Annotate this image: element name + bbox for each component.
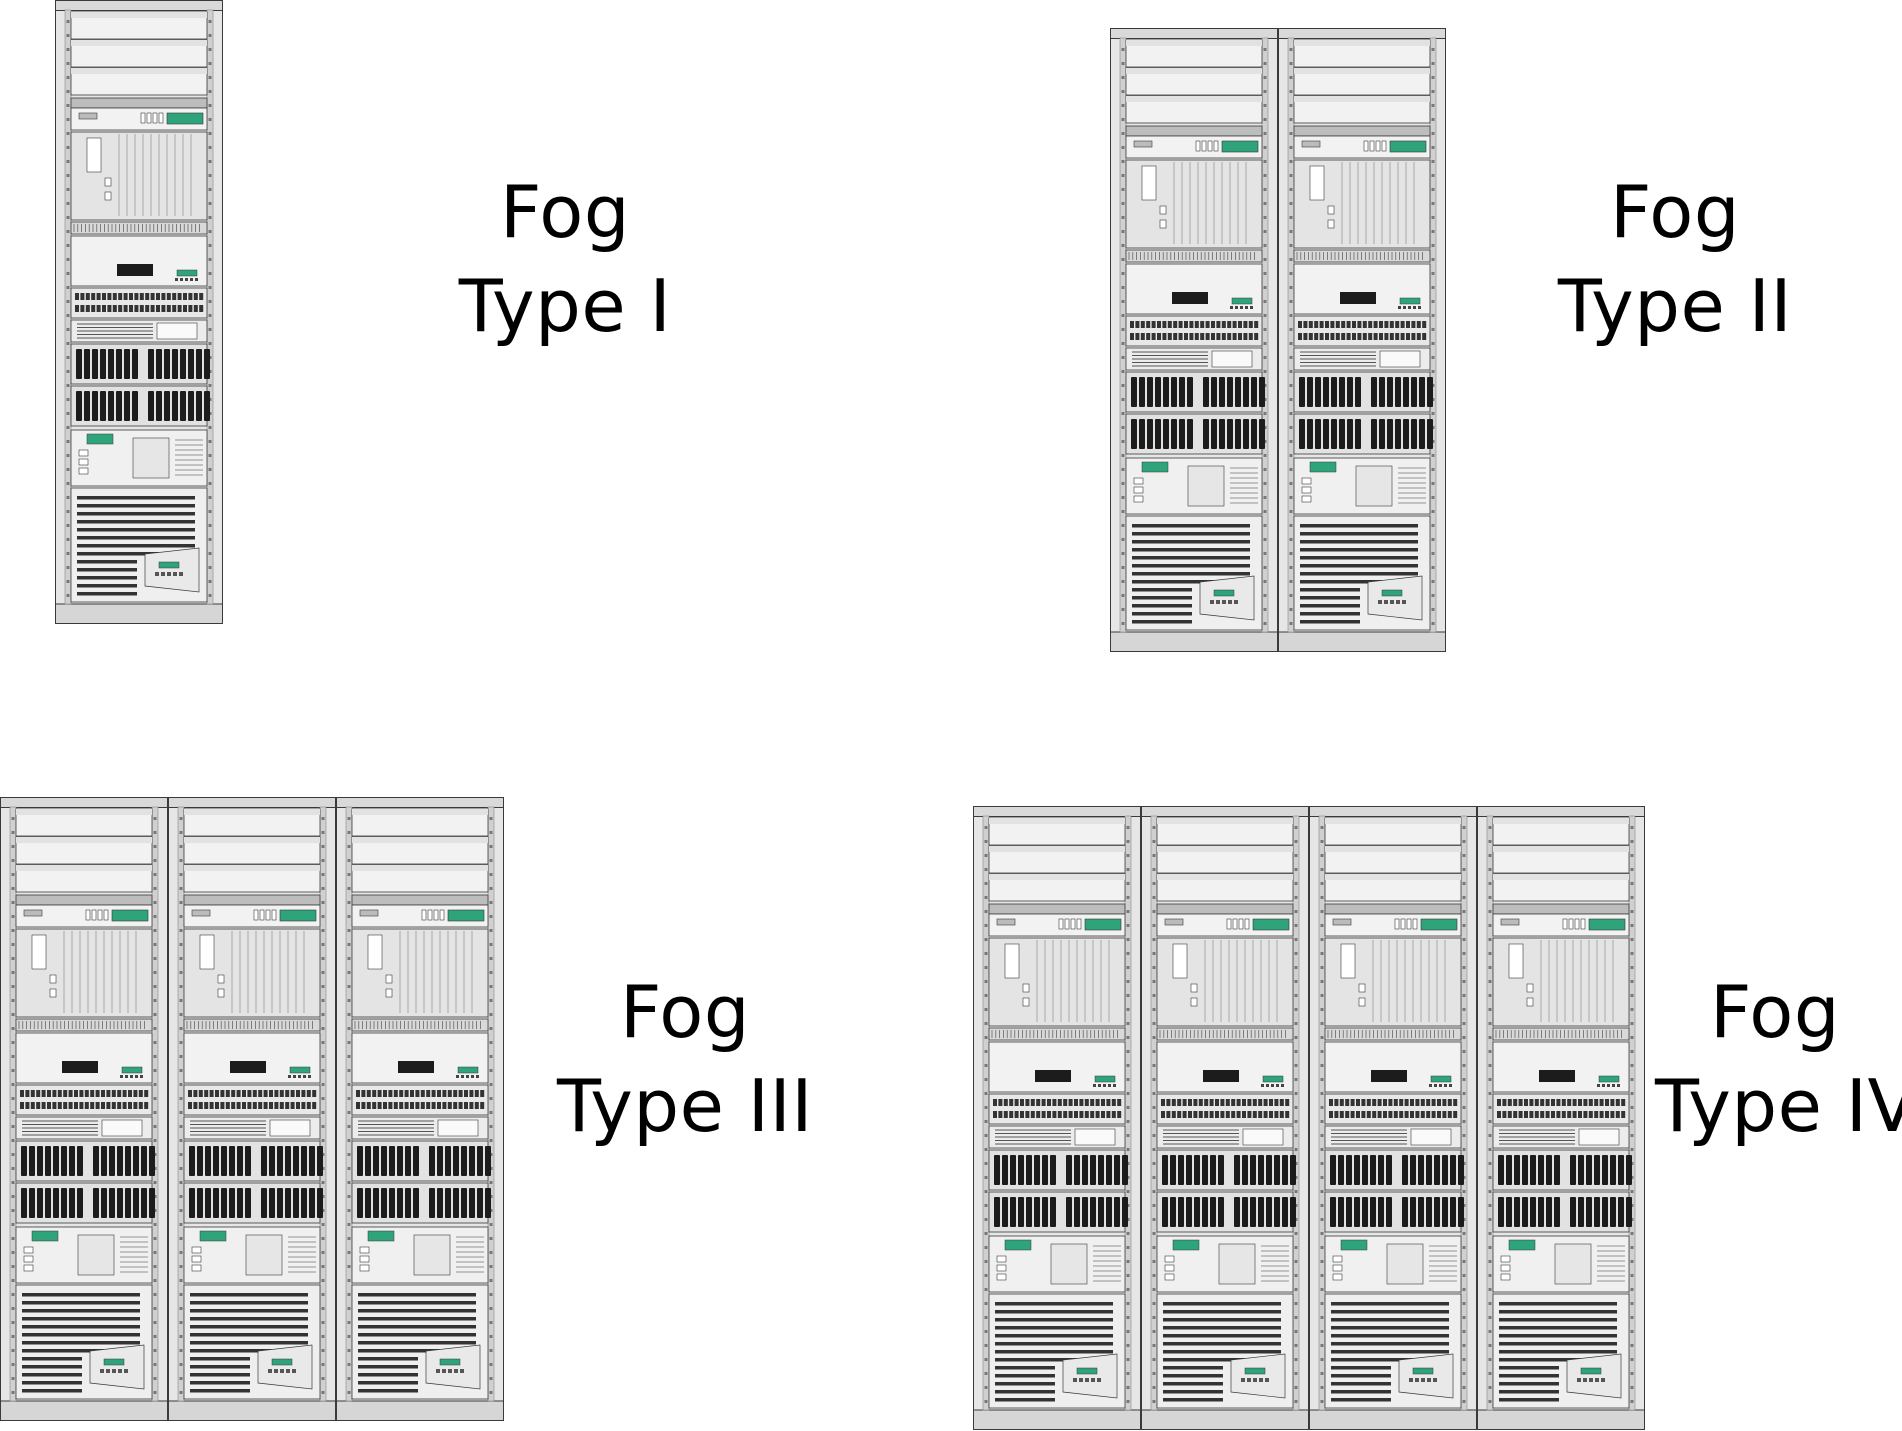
fog-type-2-label: Fog Type II [1545, 165, 1805, 353]
fog-type-1-label: Fog Type I [440, 165, 690, 353]
rack-row-type-2 [1110, 28, 1446, 652]
fog-type-4-line2: Type IV [1655, 1064, 1902, 1148]
server-rack-icon [973, 806, 1141, 1430]
fog-type-3-label: Fog Type III [555, 965, 815, 1153]
server-rack-icon [1309, 806, 1477, 1430]
server-rack-icon [1141, 806, 1309, 1430]
server-rack-icon [336, 797, 504, 1421]
fog-type-1-line2: Type I [458, 264, 672, 348]
fog-type-2-line1: Fog [1609, 170, 1741, 254]
server-rack-icon [1477, 806, 1645, 1430]
fog-type-3-line2: Type III [557, 1064, 813, 1148]
server-rack-icon [1110, 28, 1278, 652]
server-rack-icon [0, 797, 168, 1421]
fog-type-2-line2: Type II [1557, 264, 1793, 348]
server-rack-icon [168, 797, 336, 1421]
fog-type-4-label: Fog Type IV [1655, 965, 1902, 1153]
server-rack-icon [55, 0, 223, 624]
server-rack-icon [1278, 28, 1446, 652]
fog-type-4-line1: Fog [1709, 970, 1841, 1054]
rack-row-type-1 [55, 0, 223, 624]
rack-row-type-3 [0, 797, 504, 1421]
fog-type-3-line1: Fog [619, 970, 751, 1054]
fog-type-1-line1: Fog [499, 170, 631, 254]
rack-row-type-4 [973, 806, 1645, 1430]
